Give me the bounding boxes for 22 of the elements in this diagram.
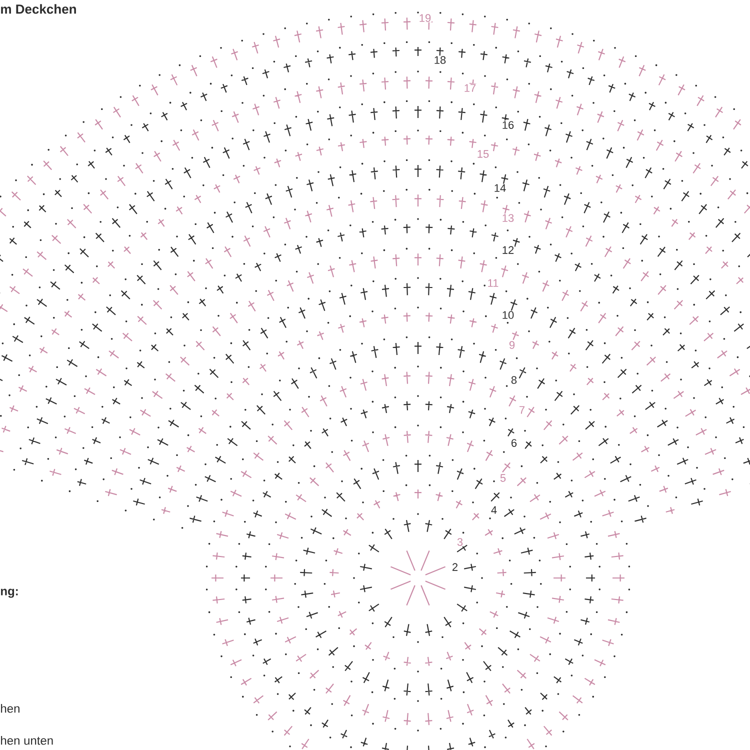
round-number: 4 [490,506,498,514]
round-number: 5 [499,474,507,482]
round-number: 19 [418,14,432,22]
round-number: 11 [486,278,500,288]
legend-text: hen [1,704,20,713]
round-number: 18 [433,56,447,64]
title: m Deckchen [1,4,76,14]
round-number: 15 [476,150,490,158]
round-number: 12 [501,246,515,254]
round-number: 14 [493,184,507,192]
legend-text: ng: [0,588,18,598]
round-number: 10 [501,310,515,320]
round-number: 2 [451,562,459,572]
round-number: 17 [463,84,477,92]
round-number: 7 [518,406,526,414]
round-number: 8 [510,376,518,384]
round-number: 6 [510,438,518,448]
legend-text: hen unten [1,736,53,745]
round-number: 9 [508,340,516,350]
round-number: 13 [501,214,515,222]
round-number: 16 [501,120,515,130]
round-number: 3 [456,538,464,546]
